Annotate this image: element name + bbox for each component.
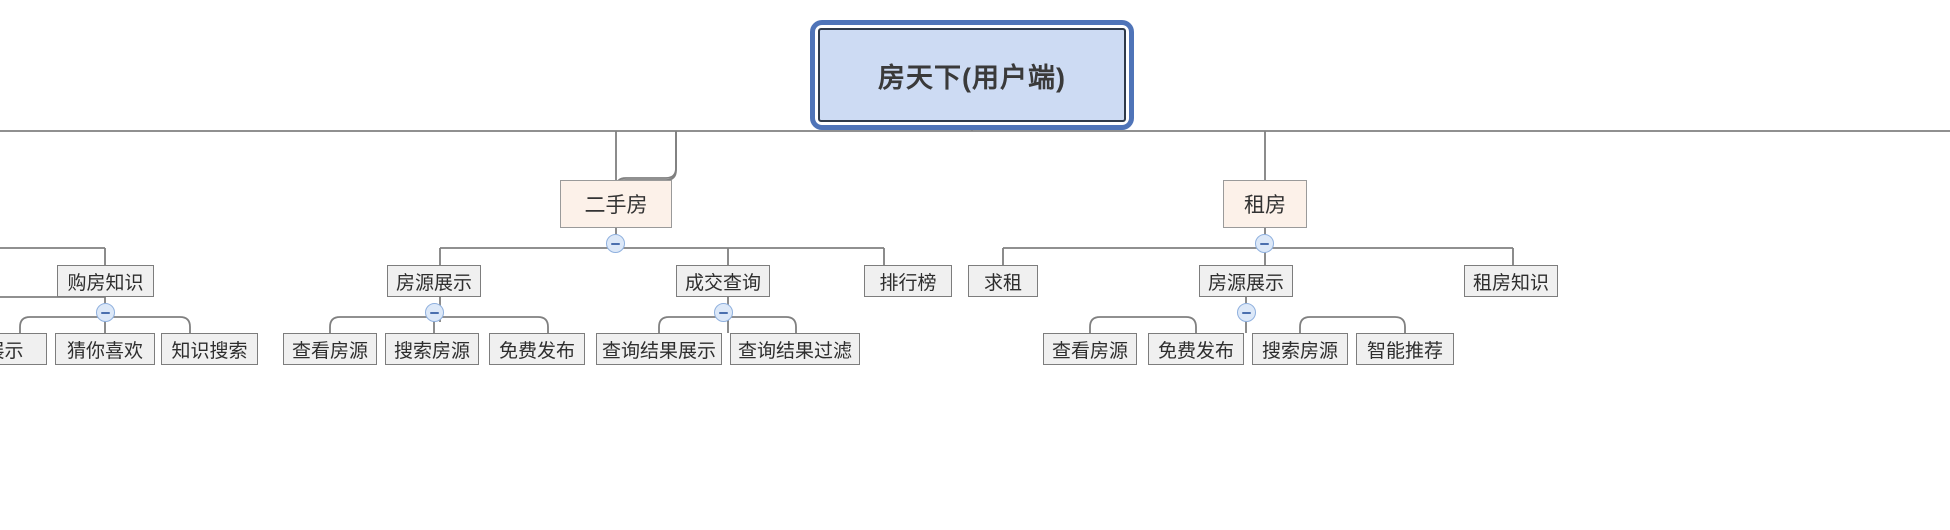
node-zhishisousuo-label: 知识搜索 <box>171 340 248 362</box>
node-sousuofangyuan-1[interactable]: 搜索房源 <box>385 333 479 365</box>
minus-icon <box>611 242 620 245</box>
node-zhanshi-label: 展示 <box>0 340 24 362</box>
node-sousuofangyuan-2-label: 搜索房源 <box>1261 340 1338 362</box>
node-fangyuanzhanshi-2[interactable]: 房源展示 <box>1199 265 1293 297</box>
minus-icon <box>101 311 110 314</box>
node-fangyuanzhanshi-2-label: 房源展示 <box>1207 272 1284 294</box>
node-chengjiaochaxun-label: 成交查询 <box>684 272 761 294</box>
toggle-fangyuanzhanshi-2[interactable] <box>1237 303 1256 322</box>
node-paihangbang[interactable]: 排行榜 <box>864 265 952 297</box>
node-chaxunjieguoguolv[interactable]: 查询结果过滤 <box>730 333 860 365</box>
minus-icon <box>719 311 728 314</box>
node-mianfeifabu-2-label: 免费发布 <box>1157 340 1234 362</box>
node-zhinengtuijian[interactable]: 智能推荐 <box>1356 333 1454 365</box>
node-zufang-label: 租房 <box>1244 194 1286 217</box>
node-zufangzhishi-label: 租房知识 <box>1472 272 1549 294</box>
node-caiyouxihuan[interactable]: 猜你喜欢 <box>55 333 155 365</box>
node-ershoufang[interactable]: 二手房 <box>560 180 672 228</box>
node-mianfeifabu-1-label: 免费发布 <box>498 340 575 362</box>
node-zufang[interactable]: 租房 <box>1223 180 1307 228</box>
node-chakanfangyuan-2-label: 查看房源 <box>1051 340 1128 362</box>
toggle-ershoufang[interactable] <box>606 234 625 253</box>
root-node[interactable]: 房天下(用户端) <box>818 28 1126 122</box>
node-chakanfangyuan-1[interactable]: 查看房源 <box>283 333 377 365</box>
minus-icon <box>430 311 439 314</box>
node-fangyuanzhanshi-1-label: 房源展示 <box>395 272 472 294</box>
minus-icon <box>1242 311 1251 314</box>
root-node-label: 房天下(用户端) <box>878 62 1066 93</box>
node-chaxunjieguozhanshi-label: 查询结果展示 <box>601 340 716 362</box>
node-chakanfangyuan-1-label: 查看房源 <box>291 340 368 362</box>
node-goufangzhishi-label: 购房知识 <box>67 272 144 294</box>
node-zufangzhishi[interactable]: 租房知识 <box>1464 265 1558 297</box>
node-zhinengtuijian-label: 智能推荐 <box>1366 340 1443 362</box>
toggle-goufangzhishi[interactable] <box>96 303 115 322</box>
toggle-chengjiaochaxun[interactable] <box>714 303 733 322</box>
node-chengjiaochaxun[interactable]: 成交查询 <box>676 265 770 297</box>
node-zhishisousuo[interactable]: 知识搜索 <box>161 333 258 365</box>
node-chaxunjieguoguolv-label: 查询结果过滤 <box>737 340 852 362</box>
toggle-zufang[interactable] <box>1255 234 1274 253</box>
node-caiyouxihuan-label: 猜你喜欢 <box>66 340 143 362</box>
minus-icon <box>1260 242 1269 245</box>
node-sousuofangyuan-1-label: 搜索房源 <box>393 340 470 362</box>
node-mianfeifabu-2[interactable]: 免费发布 <box>1148 333 1244 365</box>
node-qiuzu[interactable]: 求租 <box>968 265 1038 297</box>
node-ershoufang-label: 二手房 <box>584 194 648 217</box>
node-paihangbang-label: 排行榜 <box>879 272 937 294</box>
node-goufangzhishi[interactable]: 购房知识 <box>57 265 154 297</box>
node-fangyuanzhanshi-1[interactable]: 房源展示 <box>387 265 481 297</box>
toggle-fangyuanzhanshi-1[interactable] <box>425 303 444 322</box>
node-zhanshi[interactable]: 展示 <box>0 333 47 365</box>
node-qiuzu-label: 求租 <box>983 272 1022 294</box>
node-chakanfangyuan-2[interactable]: 查看房源 <box>1043 333 1137 365</box>
node-sousuofangyuan-2[interactable]: 搜索房源 <box>1252 333 1348 365</box>
node-chaxunjieguozhanshi[interactable]: 查询结果展示 <box>596 333 722 365</box>
node-mianfeifabu-1[interactable]: 免费发布 <box>489 333 585 365</box>
